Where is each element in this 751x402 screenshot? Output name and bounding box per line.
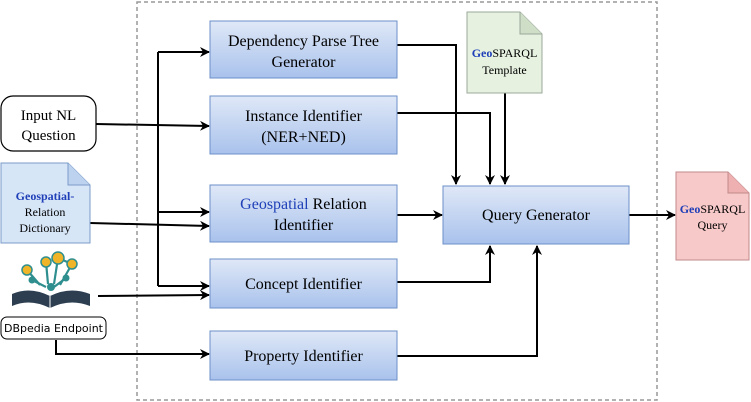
output-label-geo: Geo (680, 202, 701, 216)
input-label-line2: Question (21, 128, 76, 144)
arrow-dependency-to-query (397, 44, 461, 185)
module-instance-identifier: Instance Identifier (NER+NED) (209, 95, 398, 155)
query-generator-label: Query Generator (482, 207, 591, 224)
geospatial-label-line2: Identifier (274, 217, 334, 234)
arrow-dbpedia-to-property (55, 340, 210, 359)
system-boundary (136, 1, 658, 401)
module-property-identifier: Property Identifier (209, 330, 398, 381)
dbpedia-label: DBpedia Endpoint (4, 322, 104, 335)
concept-label: Concept Identifier (245, 276, 363, 293)
module-geospatial-relation-identifier: Geospatial Relation Identifier (209, 184, 398, 243)
dependency-label-line2: Generator (272, 54, 337, 71)
template-label-geo: Geo (472, 46, 493, 60)
input-label-line1: Input NL (21, 108, 76, 124)
template-label-rest: SPARQL (492, 46, 537, 60)
arrow-property-to-query (397, 245, 542, 357)
dictionary-label-line2: Relation (25, 205, 66, 219)
input-nl-question: Input NL Question (0, 95, 97, 152)
arrow-instance-to-query (397, 112, 495, 185)
connectors (55, 44, 676, 359)
query-generator: Query Generator (442, 185, 630, 245)
dictionary-label-line1: Geospatial- (16, 189, 75, 203)
output-label-line2: Query (698, 218, 728, 232)
arrow-input-to-instance (95, 120, 210, 131)
geosparql-query-output: GeoSPARQL Query (675, 171, 750, 261)
output-label-line1: GeoSPARQL (680, 202, 746, 216)
dependency-label-line1: Dependency Parse Tree (228, 33, 379, 50)
output-label-rest: SPARQL (700, 202, 745, 216)
output-document-shape (675, 171, 750, 261)
geospatial-label-geo: Geospatial (240, 196, 309, 213)
dictionary-label-line3: Dictionary (19, 221, 70, 235)
geospatial-label-rest: Relation (309, 196, 367, 213)
template-folded-corner (519, 12, 542, 35)
arrow-dictionary-to-geospatial (89, 220, 210, 231)
instance-label-line1: Instance Identifier (245, 108, 363, 125)
geospatial-label-line1: Geospatial Relation (240, 196, 367, 213)
geospatial-relation-dictionary: Geospatial- Relation Dictionary (0, 162, 91, 244)
dictionary-folded-corner (67, 163, 90, 186)
template-label-line1: GeoSPARQL (472, 46, 538, 60)
geosparql-template: GeoSPARQL Template (466, 11, 543, 94)
arrow-concept-to-query (397, 245, 495, 283)
property-label: Property Identifier (244, 348, 363, 365)
instance-label-line2: (NER+NED) (261, 129, 346, 146)
module-concept-identifier: Concept Identifier (209, 258, 398, 309)
knowledge-graph-book-icon (12, 251, 90, 308)
module-dependency-parse-tree: Dependency Parse Tree Generator (209, 20, 398, 79)
dbpedia-endpoint: DBpedia Endpoint (0, 251, 107, 340)
arrow-dbpedia-to-concept (97, 290, 210, 301)
output-folded-corner (727, 172, 749, 194)
template-label-line2: Template (482, 63, 526, 77)
